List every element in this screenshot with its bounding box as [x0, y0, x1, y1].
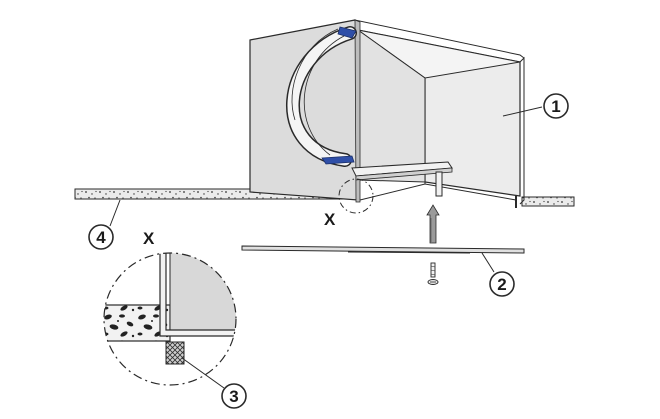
callout-4: 4 [88, 199, 121, 250]
ceiling-slab-right [521, 196, 575, 207]
callout-2-number: 2 [497, 275, 506, 294]
callout-2: 2 [481, 252, 515, 297]
callout-1-number: 1 [551, 97, 560, 116]
lift-arrow [426, 204, 440, 244]
callout-1: 1 [502, 93, 569, 119]
callout-3-number: 3 [229, 387, 238, 406]
inner-shelf [351, 161, 453, 197]
detail-view [103, 252, 237, 386]
detail-marker-label: X [324, 210, 336, 229]
detail-view-title: X [143, 229, 155, 248]
cover-plate [241, 245, 525, 254]
arc-seal [286, 26, 357, 167]
callout-3: 3 [181, 357, 247, 409]
detail-marker-circle [338, 178, 374, 214]
callout-4-number: 4 [96, 228, 106, 247]
screw-icon [427, 262, 439, 285]
